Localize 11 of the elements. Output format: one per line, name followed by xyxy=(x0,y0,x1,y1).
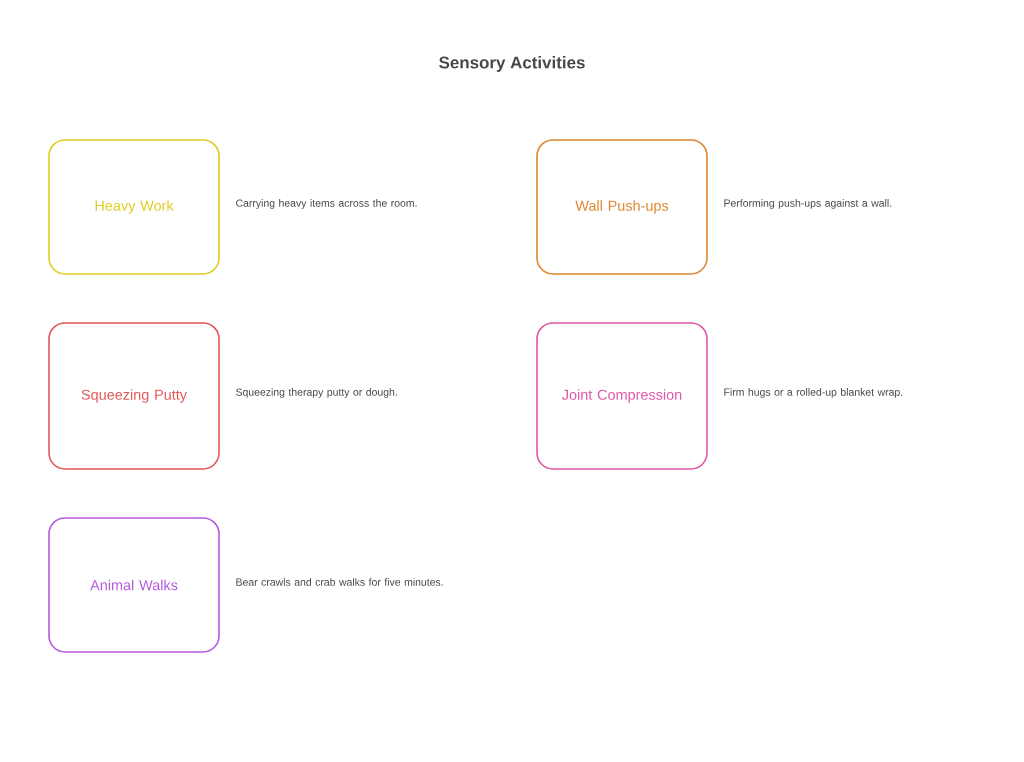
description-text: Bear crawls and crab walks for five minutes. xyxy=(236,578,443,586)
activity-box: Animal Walks xyxy=(48,517,220,653)
activity-box: Squeezing Putty xyxy=(48,322,220,470)
activity-box: Joint Compression xyxy=(536,322,708,470)
title: Sensory Activities xyxy=(439,56,585,72)
description-text: Performing push-ups against a wall. xyxy=(724,199,892,209)
activity-box: Heavy Work xyxy=(48,139,220,275)
activity-box: Wall Push-ups xyxy=(536,139,708,275)
description-text: Firm hugs or a rolled-up blanket wrap. xyxy=(724,388,903,398)
description-text: Carrying heavy items across the room. xyxy=(236,199,417,209)
description-text: Squeezing therapy putty or dough. xyxy=(236,388,397,398)
